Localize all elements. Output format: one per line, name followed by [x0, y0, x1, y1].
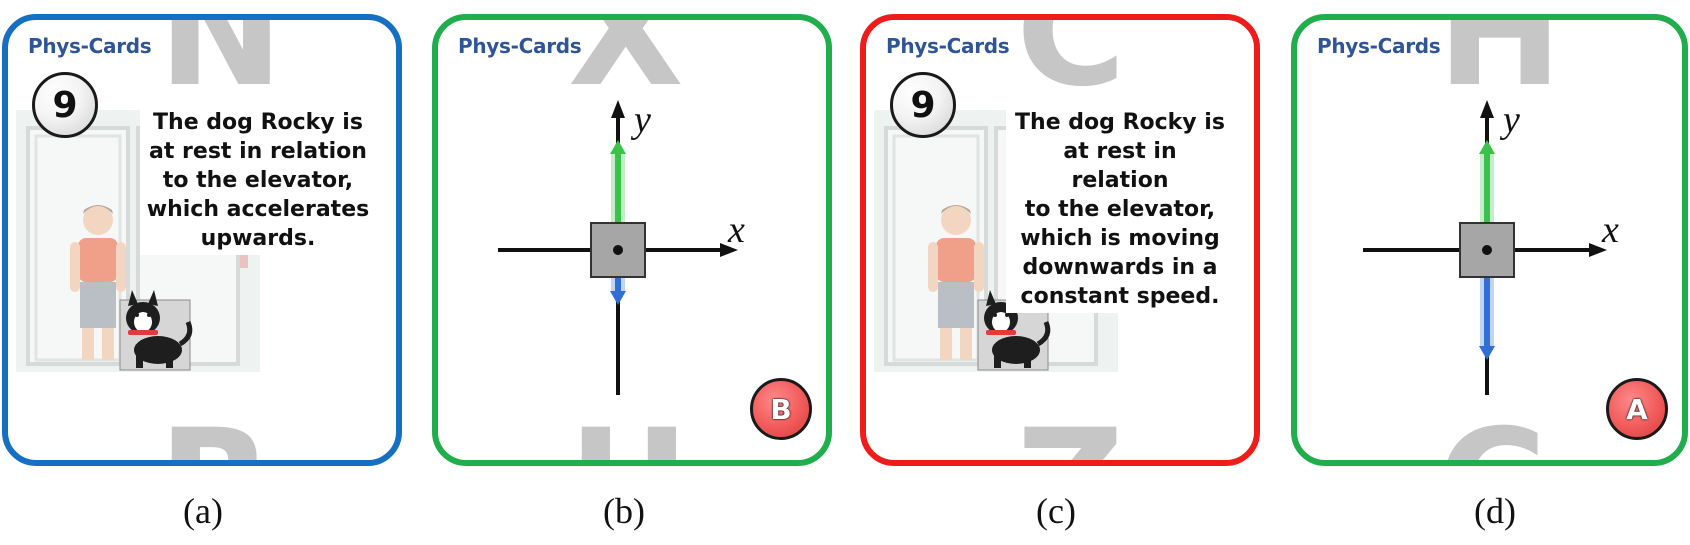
brand-label: Phys-Cards: [886, 34, 1010, 58]
answer-badge: A: [1606, 378, 1668, 440]
x-axis-arrowhead: [720, 243, 738, 257]
text-line: The dog Rocky is: [1015, 110, 1225, 135]
x-axis-label: x: [727, 209, 745, 251]
boy-figure: [928, 205, 984, 360]
text-line: upwards.: [200, 226, 316, 251]
x-axis-label: x: [1601, 209, 1619, 251]
card-d-watermark-top: H: [1437, 14, 1563, 120]
center-point: [613, 245, 623, 255]
card-a: N R P: [2, 14, 402, 466]
card-b-watermark-bottom: U: [568, 410, 690, 460]
card-b: X U Phys-Cards x y B: [432, 14, 832, 466]
card-b-watermark-top: X: [568, 14, 684, 120]
card-a-question-text: The dog Rocky is at rest in relation to …: [140, 106, 376, 255]
card-c: C Z P: [860, 14, 1260, 466]
brand-label: Phys-Cards: [1317, 34, 1441, 58]
text-line: to the elevator,: [1024, 197, 1216, 222]
y-axis-label: y: [1499, 99, 1520, 141]
text-line: The dog Rocky is: [153, 110, 363, 135]
y-axis-label: y: [630, 99, 651, 141]
free-body-diagram: x y: [498, 99, 745, 395]
card-number-badge: 9: [32, 72, 98, 138]
y-axis-arrowhead: [1480, 100, 1494, 118]
text-line: at rest in relation: [1063, 139, 1177, 193]
upward-force-vector-arrowhead: [610, 140, 626, 154]
dog-rocky-figure: [119, 290, 193, 371]
downward-force-vector-arrowhead: [1479, 346, 1495, 360]
text-line: which is moving: [1020, 226, 1220, 251]
caption-a: (a): [183, 491, 223, 531]
card-number-badge: 9: [890, 72, 956, 138]
card-c-watermark-top: C: [1016, 14, 1127, 120]
brand-label: Phys-Cards: [458, 34, 582, 58]
y-axis-arrowhead: [611, 100, 625, 118]
card-c-watermark-bottom: Z: [1016, 410, 1125, 460]
caption-c: (c): [1036, 491, 1076, 531]
free-body-diagram: x y: [1363, 99, 1619, 395]
card-a-watermark-top: N: [158, 14, 284, 120]
brand-label: Phys-Cards: [28, 34, 152, 58]
card-d: H C Phys-Cards x y A: [1291, 14, 1688, 466]
text-line: downwards in a: [1022, 255, 1218, 280]
upward-force-vector-arrowhead: [1479, 140, 1495, 154]
card-a-watermark-bottom: R: [158, 410, 274, 460]
text-line: which accelerates: [146, 197, 370, 222]
text-line: at rest in relation: [149, 139, 367, 164]
downward-force-vector-arrowhead: [610, 291, 626, 305]
text-line: to the elevator,: [162, 168, 354, 193]
boy-figure: [70, 205, 126, 360]
caption-b: (b): [603, 491, 645, 531]
card-c-question-text: The dog Rocky is at rest in relation to …: [1006, 106, 1234, 313]
card-d-watermark-bottom: C: [1437, 410, 1547, 460]
caption-d: (d): [1474, 491, 1516, 531]
text-line: constant speed.: [1020, 284, 1220, 309]
center-point: [1482, 245, 1492, 255]
answer-badge: B: [750, 378, 812, 440]
x-axis-arrowhead: [1589, 243, 1607, 257]
